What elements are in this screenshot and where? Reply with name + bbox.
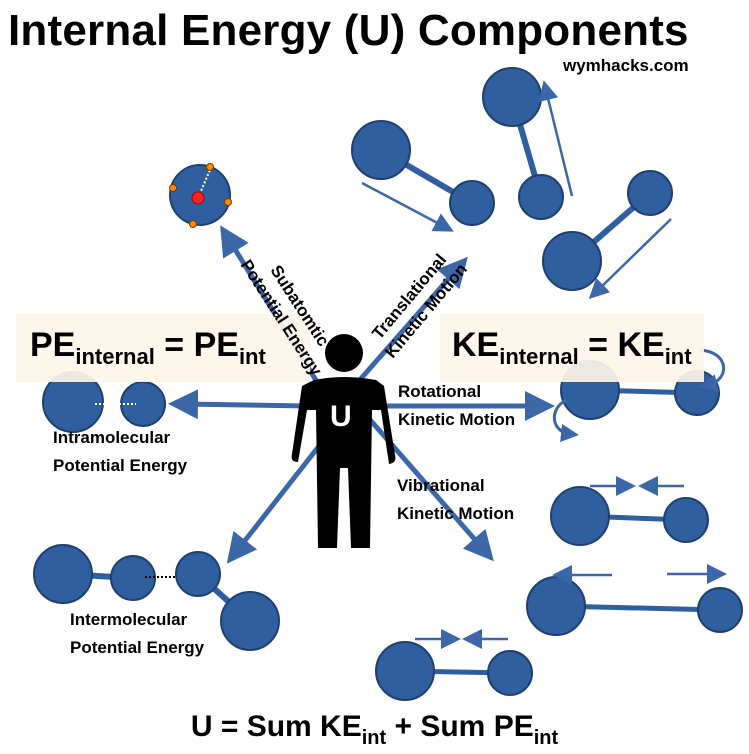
formula-sub2: int	[533, 727, 559, 749]
ke-sub-internal: internal	[499, 344, 579, 369]
pe-box	[16, 314, 310, 382]
intramolecular-line2: Potential Energy	[53, 456, 188, 475]
translational-molecules	[351, 67, 673, 299]
ke-sub-int: int	[664, 344, 692, 369]
rotational-line1: Rotational	[398, 382, 482, 401]
component-arrows	[168, 225, 555, 564]
rotational-label: Rotational Kinetic Motion	[398, 378, 515, 434]
brand-watermark: wymhacks.com	[563, 56, 689, 75]
pe-eq: = PE	[154, 326, 239, 364]
person-letter: U	[330, 400, 352, 433]
intermolecular-line2: Potential Energy	[70, 638, 205, 657]
intramolecular-molecule	[42, 371, 166, 433]
ke-base: KE	[452, 326, 500, 364]
intramolecular-line1: Intramolecular	[53, 428, 171, 447]
formula-sub1: int	[361, 727, 387, 749]
person-icon	[291, 334, 396, 548]
vibrational-line2: Kinetic Motion	[397, 504, 515, 523]
pe-base: PE	[30, 326, 76, 364]
formula-part2: + Sum PE	[386, 710, 534, 743]
pe-equation: PEinternal = PEint	[30, 326, 266, 370]
intramolecular-label: Intramolecular Potential Energy	[53, 424, 187, 480]
total-energy-formula: U = Sum KEint + Sum PEint	[0, 710, 749, 750]
ke-equation: KEinternal = KEint	[452, 326, 692, 370]
vibrational-line1: Vibrational	[397, 476, 485, 495]
intermolecular-molecules	[33, 544, 280, 651]
rotational-line2: Kinetic Motion	[398, 410, 516, 429]
ke-eq: = KE	[578, 326, 665, 364]
vibrational-molecules	[375, 476, 743, 701]
pe-sub-internal: internal	[75, 344, 155, 369]
pe-sub-int: int	[238, 344, 266, 369]
intermolecular-label: Intermolecular Potential Energy	[70, 606, 204, 662]
intermolecular-line1: Intermolecular	[70, 610, 188, 629]
vibrational-label: Vibrational Kinetic Motion	[397, 472, 514, 528]
ke-box	[440, 314, 704, 382]
page-title: Internal Energy (U) Components	[8, 6, 689, 55]
atom-icon	[169, 163, 232, 228]
formula-part1: U = Sum KE	[190, 710, 362, 743]
